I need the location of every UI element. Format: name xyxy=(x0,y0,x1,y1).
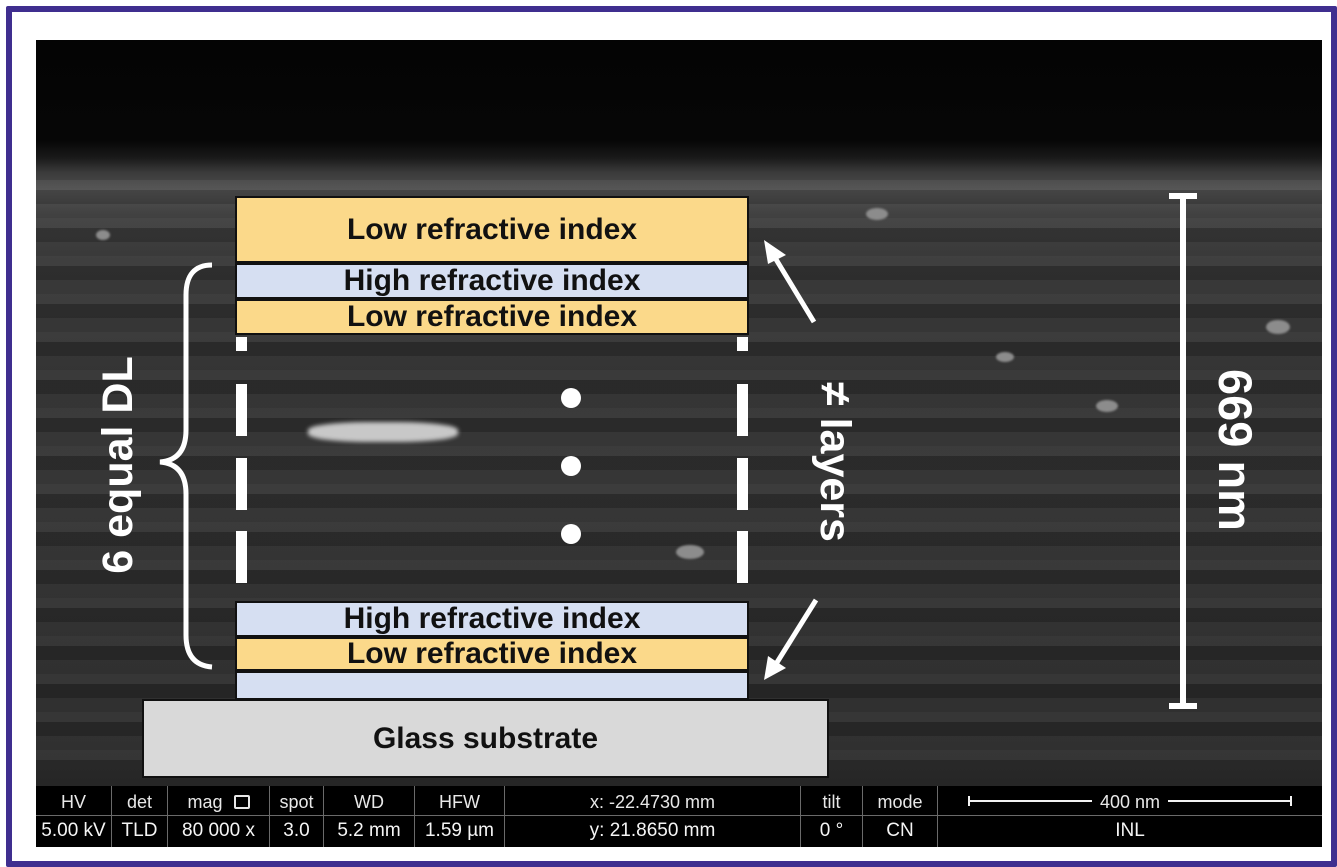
info-hfw: HFW 1.59 µm xyxy=(415,786,505,847)
scalebar-tick-right xyxy=(1290,796,1292,806)
glass-substrate: Glass substrate xyxy=(142,699,829,778)
info-value: 0 ° xyxy=(819,820,844,841)
substrate-label: Glass substrate xyxy=(372,721,599,755)
info-divider xyxy=(36,815,1322,816)
info-label: mag xyxy=(187,792,223,812)
info-det: det TLD xyxy=(112,786,168,847)
info-y-coord: y: 21.8650 mm xyxy=(589,820,716,841)
dashed-line-right xyxy=(737,458,748,510)
info-mag: mag 80 000 x xyxy=(168,786,270,847)
sem-speck xyxy=(996,352,1014,362)
ellipsis-dot xyxy=(561,388,581,408)
info-scalebar: 400 nm INL xyxy=(938,786,1322,847)
sem-speck xyxy=(866,208,888,220)
info-hv: HV 5.00 kV xyxy=(36,786,112,847)
info-label: HFW xyxy=(439,792,480,812)
info-coordinates: x: -22.4730 mm y: 21.8650 mm xyxy=(505,786,801,847)
info-value: 5.2 mm xyxy=(337,820,401,841)
ellipsis-dot xyxy=(561,456,581,476)
info-label: HV xyxy=(60,792,86,812)
layer-label: Low refractive index xyxy=(346,637,638,670)
scalebar-tick-left xyxy=(968,796,970,806)
info-label-wrap: mag xyxy=(168,792,269,813)
info-value: INL xyxy=(1115,820,1145,841)
layer-high-index-bottom xyxy=(235,671,749,700)
info-value: TLD xyxy=(121,820,158,841)
layer-low-index-1: Low refractive index xyxy=(235,299,749,335)
info-tilt: tilt 0 ° xyxy=(801,786,863,847)
layer-label: High refractive index xyxy=(343,264,641,297)
info-value: CN xyxy=(886,820,914,841)
brace-label: 6 equal DL xyxy=(94,356,142,574)
info-value: 80 000 x xyxy=(182,820,255,841)
layer-top-low-index: Low refractive index xyxy=(235,196,749,263)
sem-speck xyxy=(1096,400,1118,412)
dashed-line-right xyxy=(737,337,748,351)
scale-label: 669 nm xyxy=(1209,369,1262,531)
info-spot: spot 3.0 xyxy=(270,786,324,847)
dashed-line-left xyxy=(236,384,247,436)
layer-low-index-2: Low refractive index xyxy=(235,637,749,671)
info-label: mode xyxy=(877,792,923,812)
arrows-label: ≠ layers xyxy=(811,382,859,542)
layer-high-index-2: High refractive index xyxy=(235,601,749,637)
scalebar-label: 400 nm xyxy=(1091,792,1169,812)
sem-bright-spot xyxy=(308,422,458,442)
sem-speck xyxy=(676,545,704,559)
dashed-line-left xyxy=(236,531,247,583)
info-value: 3.0 xyxy=(283,820,310,841)
sem-speck xyxy=(1266,320,1290,334)
dashed-line-left xyxy=(236,337,247,351)
scalebar-label-wrap: 400 nm xyxy=(938,792,1322,813)
info-label: tilt xyxy=(822,792,841,812)
info-x-coord: x: -22.4730 mm xyxy=(589,792,716,812)
info-wd: WD 5.2 mm xyxy=(324,786,415,847)
dashed-line-right xyxy=(737,531,748,583)
dashed-line-left xyxy=(236,458,247,510)
info-value: 1.59 µm xyxy=(424,820,495,841)
layer-high-index-1: High refractive index xyxy=(235,263,749,299)
camera-icon xyxy=(233,795,250,809)
layer-label: Low refractive index xyxy=(346,212,638,246)
info-label: det xyxy=(126,792,153,812)
dashed-line-right xyxy=(737,384,748,436)
layer-label: High refractive index xyxy=(343,602,641,635)
sem-speck xyxy=(96,230,110,240)
sem-info-bar: HV 5.00 kV det TLD mag 80 000 x spot 3.0… xyxy=(36,786,1322,847)
layer-label: Low refractive index xyxy=(346,300,638,333)
ellipsis-dot xyxy=(561,524,581,544)
info-label: WD xyxy=(354,792,384,812)
info-value: 5.00 kV xyxy=(41,820,106,841)
info-mode: mode CN xyxy=(863,786,938,847)
info-label: spot xyxy=(279,792,314,812)
